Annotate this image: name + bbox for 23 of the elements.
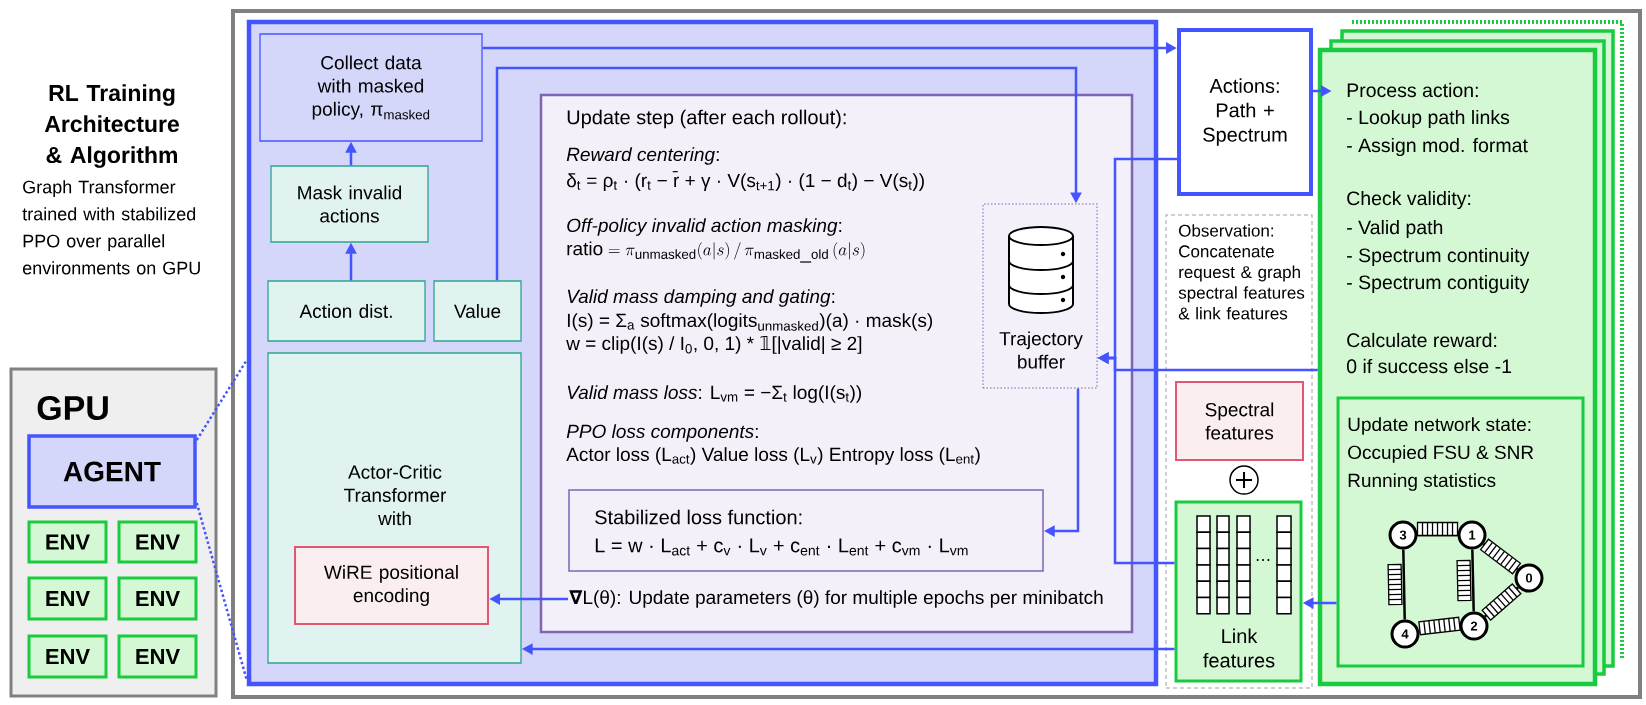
env-box: ENV	[117, 576, 198, 621]
node-label: …	[1256, 559, 1270, 561]
actions-box: Actions: Path + Spectrum	[1177, 28, 1313, 196]
description-text: Graph Transformer trained with stabilized PPO over parallel environments on GPU	[22, 180, 200, 275]
title: RL Training Architecture & Algorithm	[44, 84, 179, 168]
env-box: ENV	[117, 634, 198, 679]
env-box: ENV	[27, 520, 108, 564]
update-text: ∇L(θ): Update parameters (θ) for multiple epochs per minibatch	[569, 590, 1103, 608]
link-line	[1402, 549, 1406, 620]
output-box: Action dist.	[267, 280, 426, 342]
output-box: Value	[433, 280, 522, 342]
agent-box: AGENT	[27, 434, 197, 509]
link-line	[1471, 549, 1475, 612]
encoding-box: WiRE positional encoding	[294, 546, 489, 625]
env-box: ENV	[117, 520, 198, 564]
process-box: Mask invalid actions	[270, 165, 429, 243]
feature-box: Spectral features	[1175, 381, 1304, 461]
process-box: Collect data with masked policy, π$_{masked}$	[259, 33, 483, 142]
loss-box: Stabilized loss function: L = w · L$_{act}$ + c$_{v}$ · L$_{v}$ + c$_{ent}$ · L$_{ent}$ + c$_{vm}$ · L$_{vm}$	[568, 489, 1044, 572]
env-box: ENV	[27, 576, 108, 621]
arrow	[495, 66, 1082, 281]
env-box: ENV	[27, 634, 108, 679]
node-label: Link features	[1203, 628, 1275, 668]
